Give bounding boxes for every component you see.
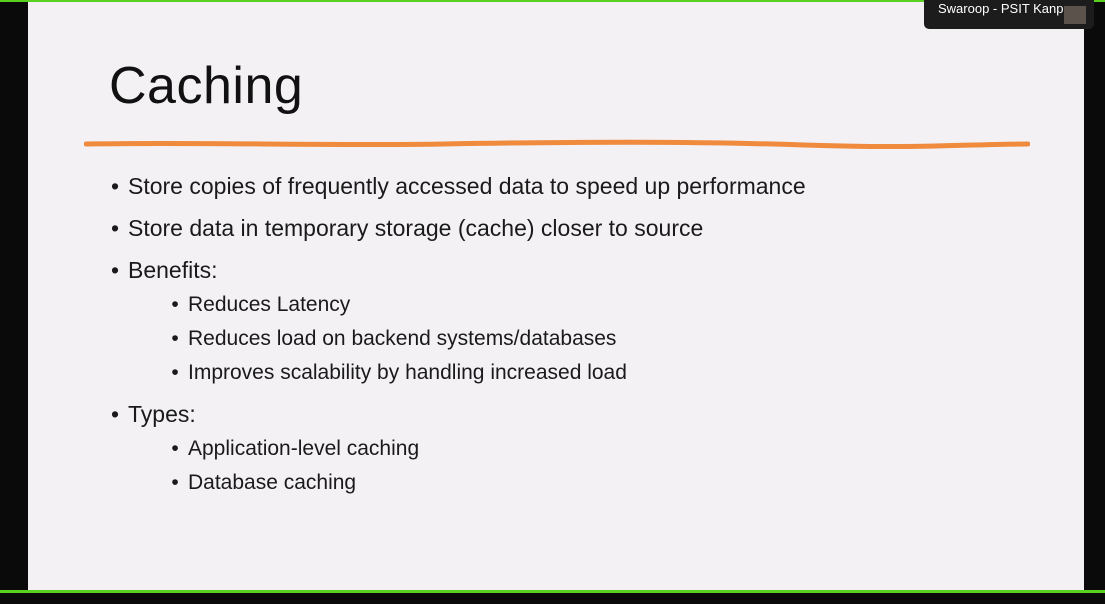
bullet-text: Types: <box>128 401 196 427</box>
bullet-text: Benefits: <box>128 257 218 283</box>
sub-bullet-list: • Application-level caching • Database cac… <box>128 432 806 500</box>
bullet-icon: • <box>110 215 120 241</box>
sub-bullet-text: Reduces Latency <box>188 293 351 316</box>
participant-video-tile[interactable]: Swaroop - PSIT Kanpur <box>924 0 1094 29</box>
bullet-icon: • <box>171 471 179 494</box>
title-underline <box>84 139 1030 150</box>
slide-title: Caching <box>109 57 304 115</box>
bullet-icon: • <box>171 361 179 384</box>
sub-bullet-text: Reduces load on backend systems/database… <box>188 327 617 350</box>
bullet-item: • Store copies of frequently accessed dat… <box>108 168 806 204</box>
participant-video-thumbnail <box>1064 6 1086 24</box>
bullet-icon: • <box>171 437 179 460</box>
active-speaker-border-bottom <box>0 590 1105 593</box>
sub-bullet-item: • Reduces load on backend systems/databas… <box>168 322 806 356</box>
sub-bullet-list: • Reduces Latency • Reduces load on backen… <box>128 288 806 390</box>
bullet-item: • Store data in temporary storage (cache)… <box>108 210 806 246</box>
bullet-text: Store copies of frequently accessed data… <box>128 173 806 199</box>
bullet-icon: • <box>171 327 179 350</box>
sub-bullet-text: Database caching <box>188 471 357 494</box>
bullet-icon: • <box>171 293 179 316</box>
sub-bullet-item: • Improves scalability by handling increa… <box>168 356 806 390</box>
bullet-icon: • <box>110 257 120 283</box>
active-speaker-border-top <box>0 0 1105 2</box>
bullet-text: Store data in temporary storage (cache) … <box>128 215 704 241</box>
sub-bullet-item: • Reduces Latency <box>168 288 806 322</box>
bullet-item: • Types: • Application-level caching • Data… <box>108 396 806 500</box>
participant-name: Swaroop - PSIT Kanpur <box>938 1 1076 16</box>
bullet-icon: • <box>110 401 120 427</box>
sub-bullet-text: Improves scalability by handling increas… <box>188 361 627 384</box>
sub-bullet-item: • Database caching <box>168 466 806 500</box>
shared-slide: Caching • Store copies of frequently acce… <box>28 2 1084 590</box>
sub-bullet-item: • Application-level caching <box>168 432 806 466</box>
bullet-item: • Benefits: • Reduces Latency • Reduces loa… <box>108 252 806 390</box>
sub-bullet-text: Application-level caching <box>188 437 420 460</box>
bullet-list: • Store copies of frequently accessed dat… <box>108 168 806 506</box>
bullet-icon: • <box>110 173 120 199</box>
